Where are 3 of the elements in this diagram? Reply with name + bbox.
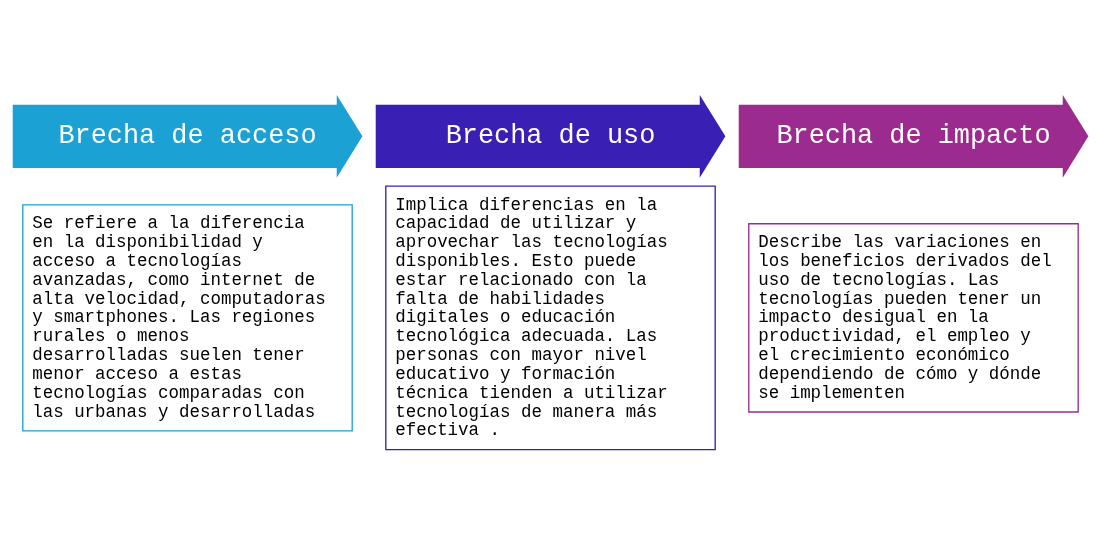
node-box: Implica diferencias en la capacidad de utilizar y aprovechar las tecnologías disponibles. Esto puede estar relacionado con la falta de habilidades digitales o educación tecnológica adecuada. Las personas con mayor nivel educativo y formación técnica tienden a utilizar tecnologías de manera más efectiva .	[385, 184, 716, 450]
node-box: Se refiere a la diferencia en la disponibilidad y acceso a tecnologías avanzadas, como internet de alta velocidad, computadoras y smartphones. Las regiones rurales o menos desarrolladas suelen tener menor acceso a estas tecnologías comparadas con las urbanas y desarrolladas	[22, 203, 353, 431]
node-box: Describe las variaciones en los beneficios derivados del uso de tecnologías. Las tecnologías pueden tener un impacto desigual en la productividad, el empleo y el crecimiento económico dependiendo de cómo y dónde se implementen	[748, 222, 1079, 413]
